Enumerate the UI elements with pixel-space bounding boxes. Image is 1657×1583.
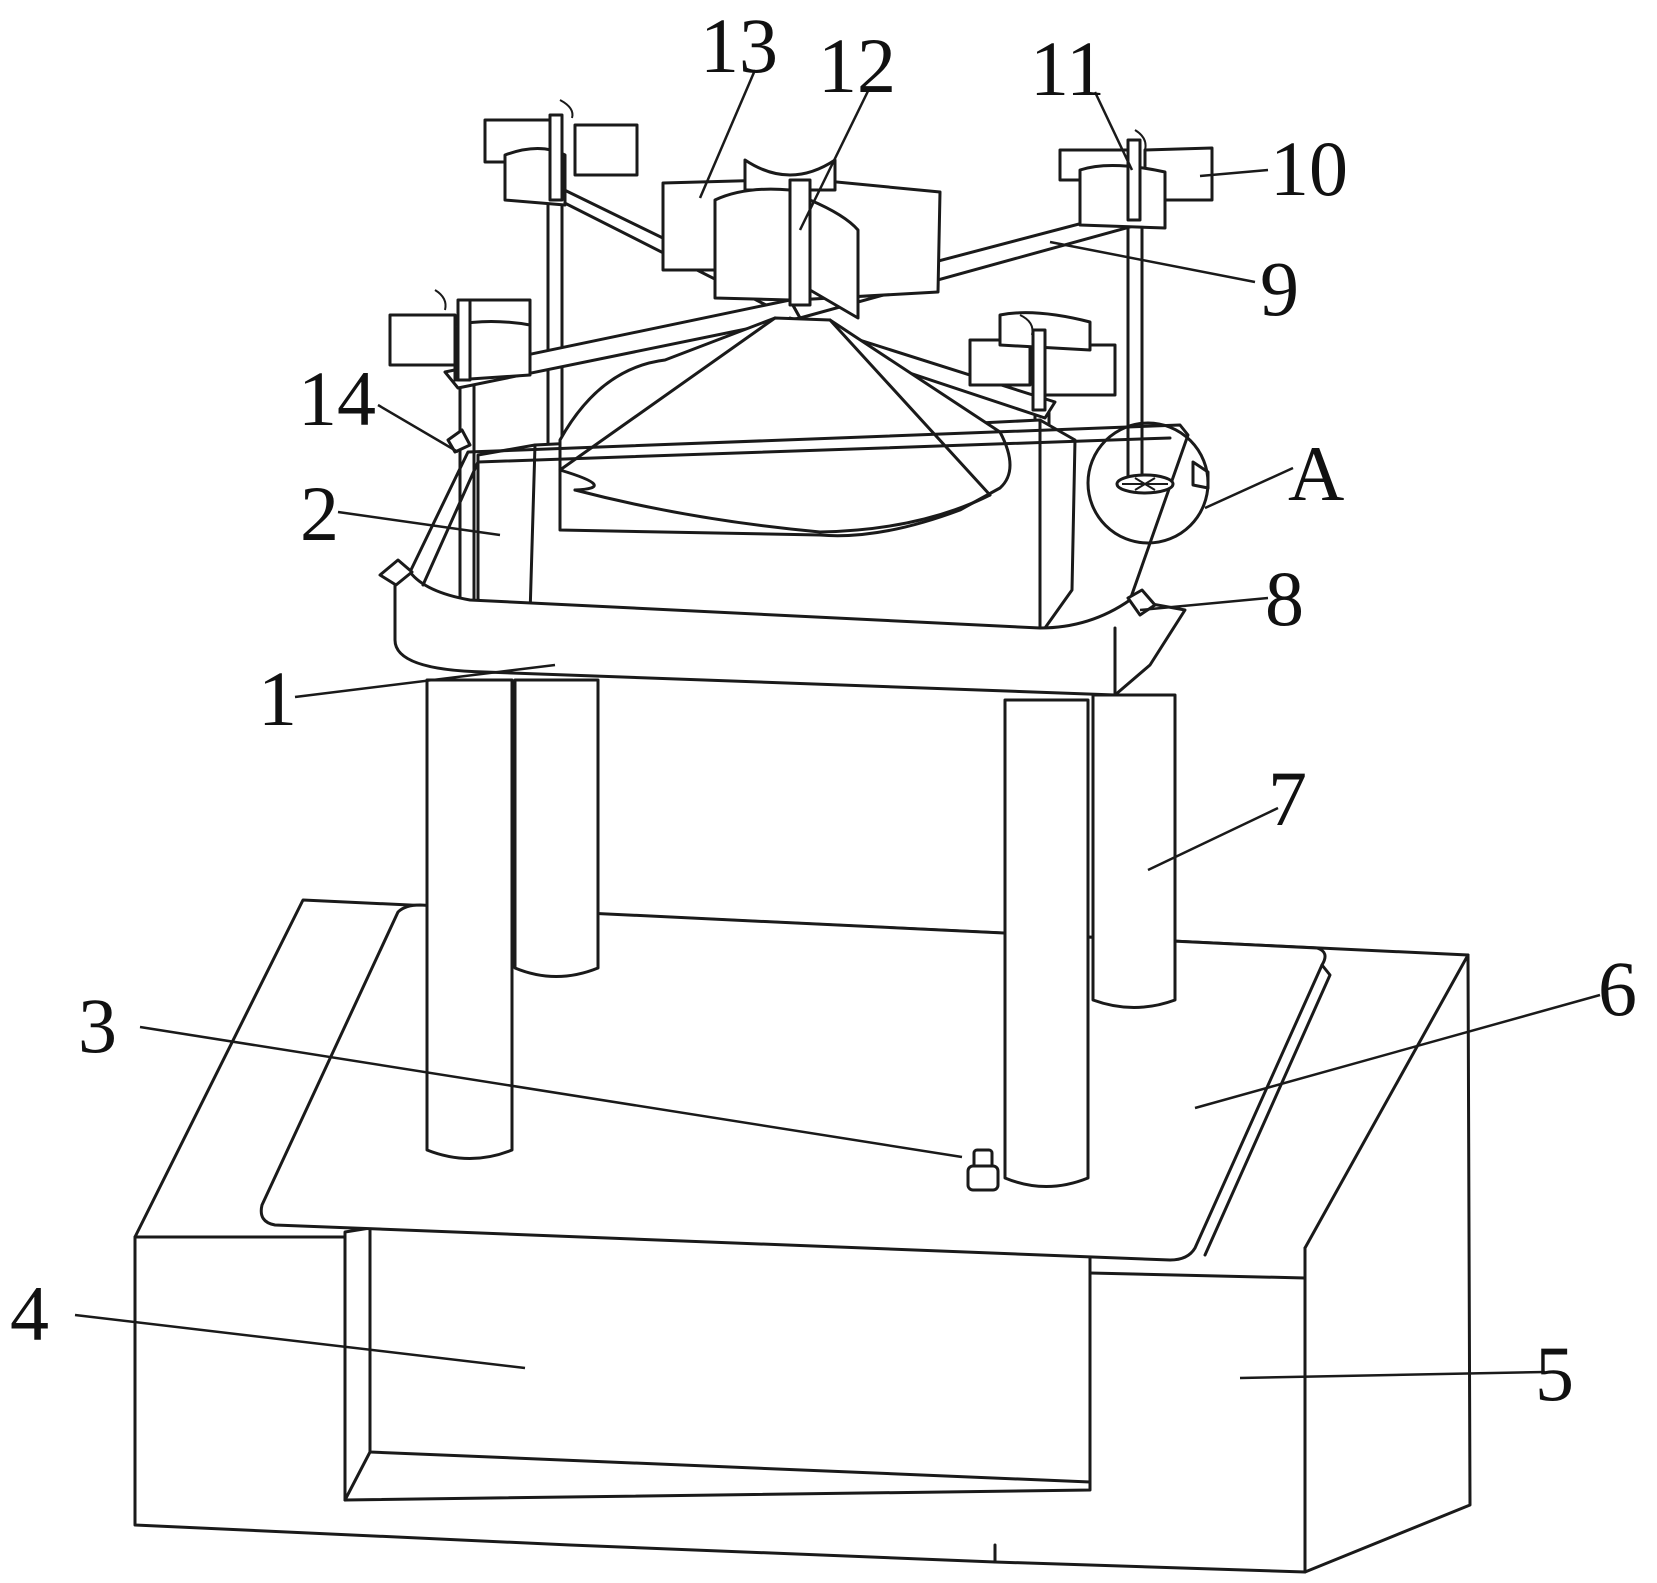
leader-11 xyxy=(1093,91,1134,171)
leader-2 xyxy=(337,510,501,537)
leader-A xyxy=(1204,466,1294,510)
label-6: 6 xyxy=(1598,945,1637,1032)
leader-13 xyxy=(698,69,757,199)
label-4: 4 xyxy=(10,1270,49,1357)
label-7: 7 xyxy=(1268,755,1307,842)
label-13: 13 xyxy=(700,2,778,89)
leader-3 xyxy=(139,1025,963,1159)
label-12: 12 xyxy=(818,22,896,109)
detail-circle-a xyxy=(1086,421,1210,545)
leader-lines xyxy=(74,69,1601,1380)
hood-cone xyxy=(558,316,1012,538)
turbine-front-right xyxy=(968,311,1117,412)
label-5: 5 xyxy=(1535,1330,1574,1417)
label-9: 9 xyxy=(1260,245,1299,332)
leader-9 xyxy=(1049,240,1256,284)
label-14: 14 xyxy=(298,355,376,442)
label-10: 10 xyxy=(1270,125,1348,212)
turbine-front-left xyxy=(388,289,532,382)
leader-12 xyxy=(798,86,872,231)
leader-7 xyxy=(1147,806,1279,872)
label-11: 11 xyxy=(1030,25,1105,112)
leader-6 xyxy=(1194,993,1601,1110)
leader-1 xyxy=(294,663,556,699)
label-1: 1 xyxy=(258,655,297,742)
leader-8 xyxy=(1139,596,1269,612)
pillars xyxy=(425,678,1177,1188)
turbine-center-large xyxy=(661,158,942,320)
turbine-back-right xyxy=(1058,129,1214,230)
reference-labels: 1 2 3 4 5 6 7 8 9 10 11 12 13 14 A xyxy=(10,2,1637,1417)
label-A: A xyxy=(1288,430,1344,517)
leader-4 xyxy=(74,1313,526,1370)
label-2: 2 xyxy=(300,470,339,557)
label-3: 3 xyxy=(78,982,117,1069)
leader-10 xyxy=(1199,168,1269,178)
sensor xyxy=(966,1148,1000,1192)
label-8: 8 xyxy=(1265,555,1304,642)
leader-14 xyxy=(377,403,459,454)
turbine-back-left xyxy=(483,99,639,207)
leader-5 xyxy=(1239,1370,1546,1380)
